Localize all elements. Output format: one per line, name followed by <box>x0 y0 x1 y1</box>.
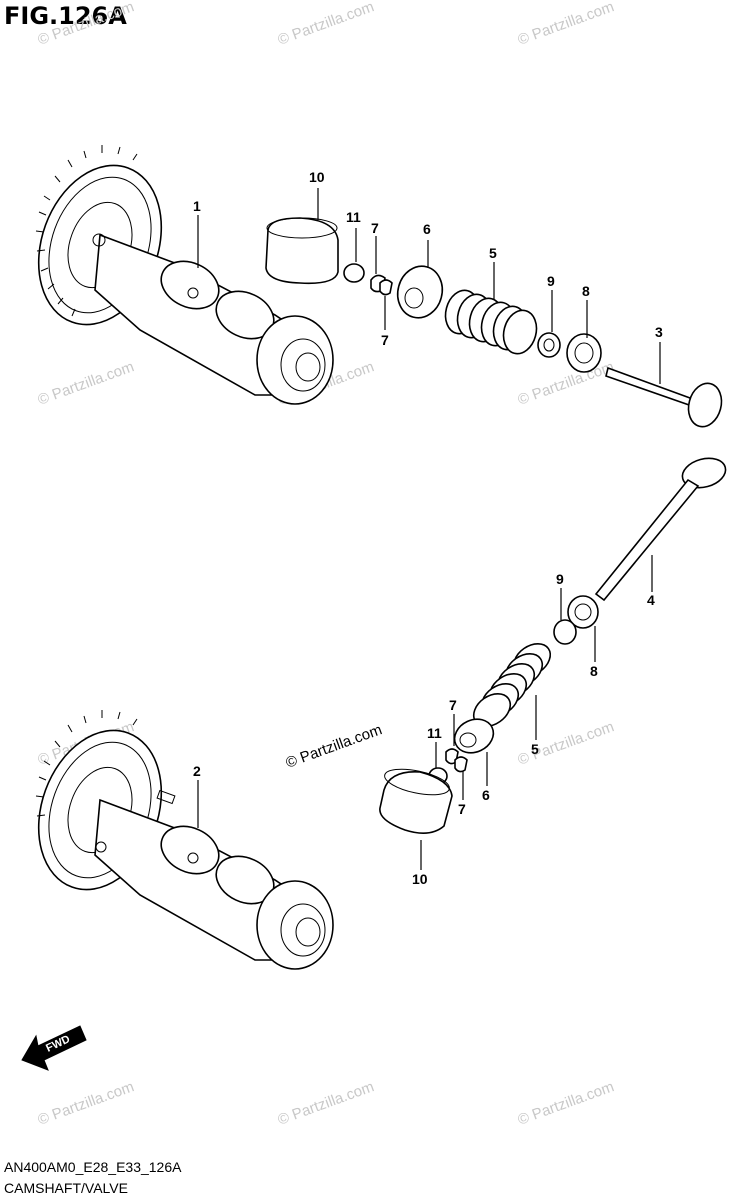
callout-label: 7 <box>449 697 457 713</box>
watermark: © Partzilla.com <box>36 1078 137 1129</box>
callout-label: 1 <box>193 198 201 214</box>
callout-label: 8 <box>590 663 598 679</box>
callout-label: 7 <box>458 801 466 817</box>
valve-train-top <box>265 217 723 428</box>
callout-label: 9 <box>556 571 564 587</box>
watermark-center: © Partzilla.com <box>284 721 385 772</box>
watermark: © Partzilla.com <box>516 0 617 49</box>
callout-labels: 10 11 7 7 6 5 9 8 3 1 2 9 4 8 7 11 7 6 5… <box>193 169 663 887</box>
valve-train-bottom <box>379 457 727 834</box>
callout-label: 9 <box>547 273 555 289</box>
callout-label: 11 <box>427 725 442 741</box>
callout-label: 6 <box>482 787 490 803</box>
callout-label: 2 <box>193 763 201 779</box>
callout-label: 5 <box>489 245 497 261</box>
watermark: © Partzilla.com <box>36 358 137 409</box>
spring-top <box>444 289 538 355</box>
callout-label: 6 <box>423 221 431 237</box>
figure-name: CAMSHAFT/VALVE <box>4 1180 128 1196</box>
callout-label: 7 <box>381 332 389 348</box>
figure-title: FIG.126A <box>4 2 127 30</box>
spring-bottom <box>472 642 552 728</box>
figure-code: AN400AM0_E28_E33_126A <box>4 1159 182 1175</box>
callout-label: 10 <box>309 169 325 185</box>
watermark: © Partzilla.com <box>516 358 617 409</box>
watermark: © Partzilla.com <box>36 0 137 49</box>
callout-label: 5 <box>531 741 539 757</box>
callout-label: 8 <box>582 283 590 299</box>
camshaft-bottom <box>35 710 334 970</box>
callout-label: 11 <box>346 209 361 225</box>
fwd-arrow-icon: FWD <box>21 1025 87 1071</box>
watermark: © Partzilla.com <box>516 1078 617 1129</box>
camshaft-top <box>35 145 334 405</box>
watermark: © Partzilla.com <box>276 1078 377 1129</box>
callout-label: 10 <box>412 871 428 887</box>
callout-label: 3 <box>655 324 663 340</box>
leader-lines <box>197 188 661 870</box>
watermark: © Partzilla.com <box>276 0 377 49</box>
callout-label: 4 <box>647 592 655 608</box>
callout-label: 7 <box>371 220 379 236</box>
